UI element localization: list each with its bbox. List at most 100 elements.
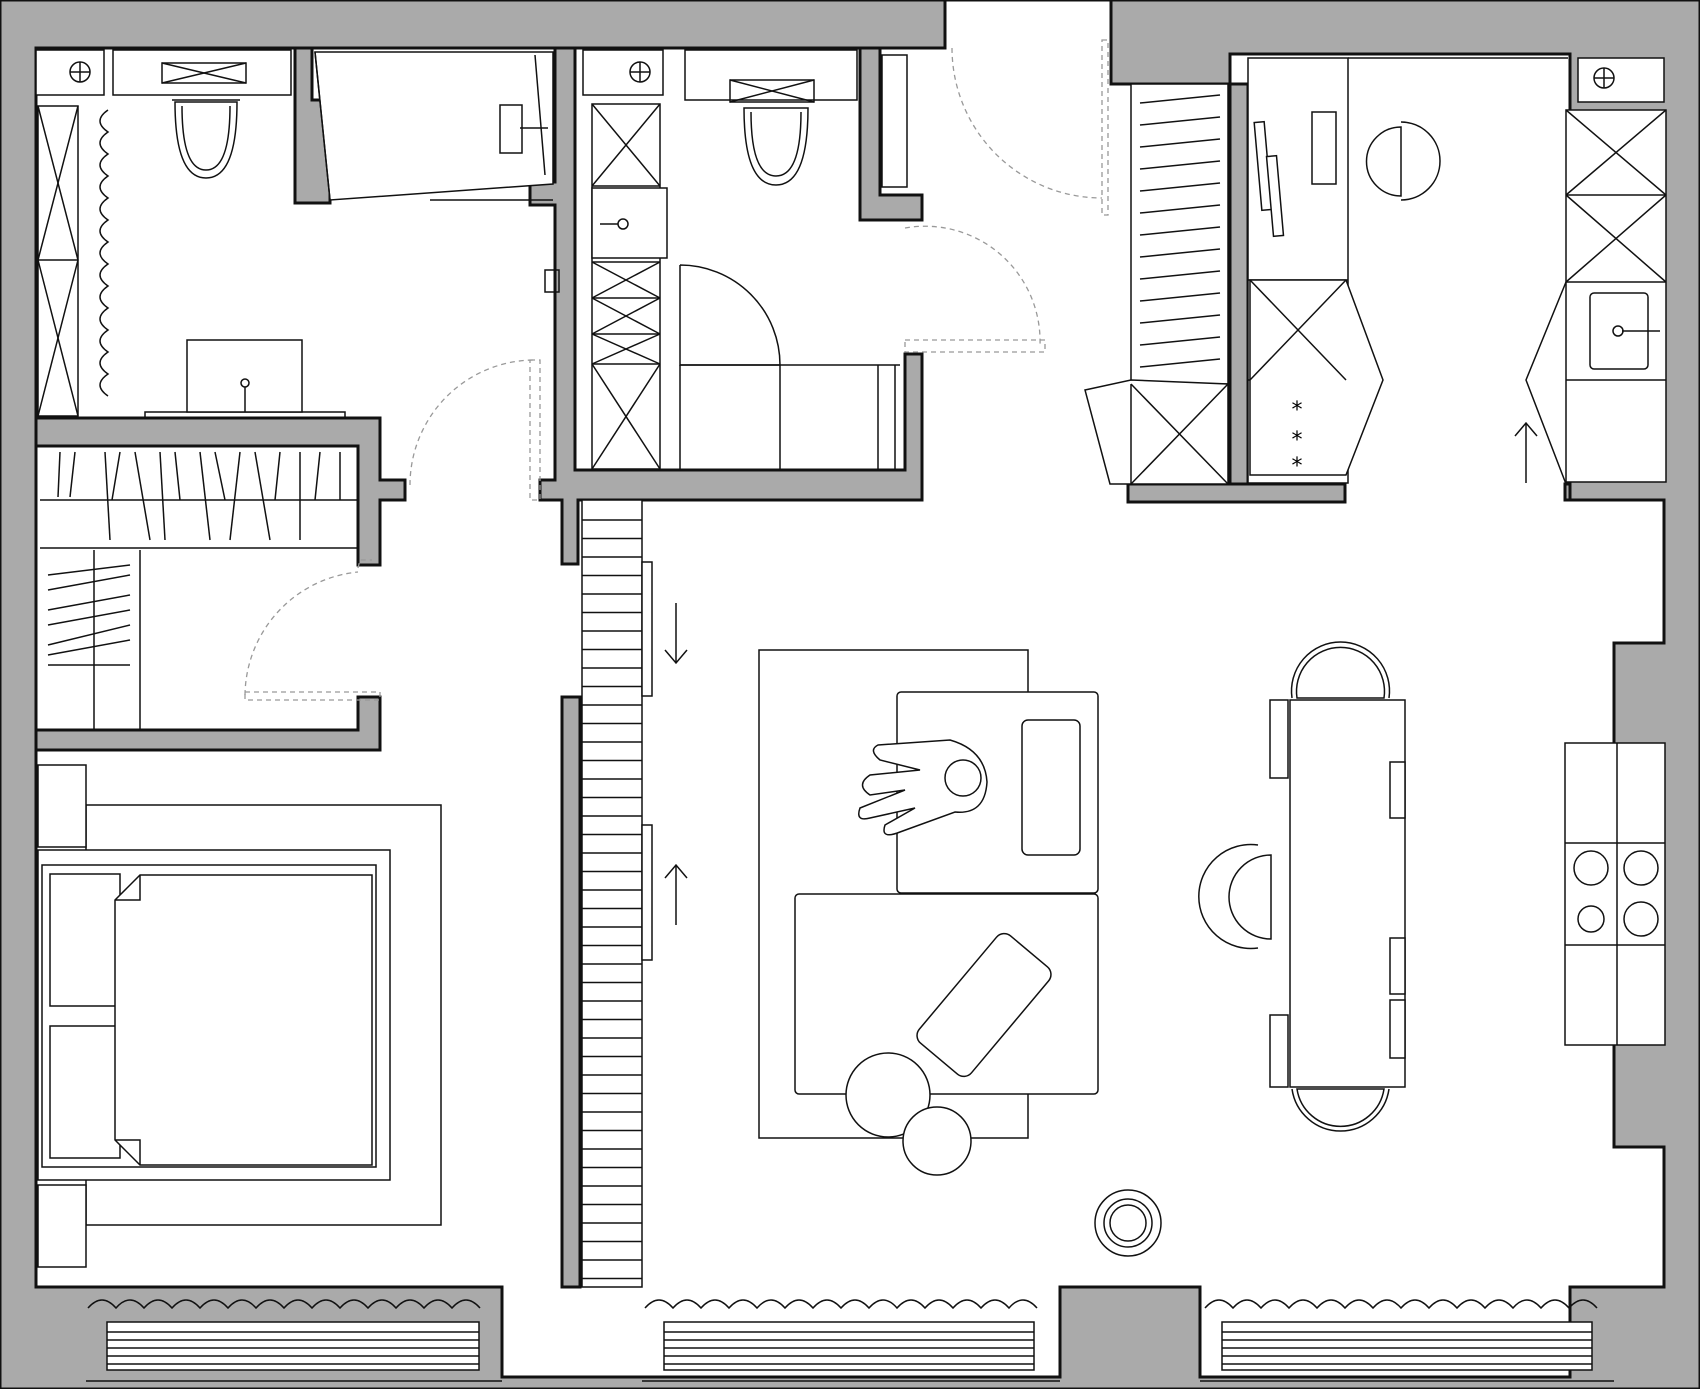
hangers-side — [47, 564, 131, 666]
cabinet-x — [1565, 109, 1667, 196]
hanger — [1139, 226, 1221, 236]
coffee-table-large — [845, 1052, 931, 1138]
cabinet-x — [591, 363, 661, 470]
dining-chair — [1296, 1088, 1385, 1128]
arrow-up-kitchen — [1514, 421, 1538, 483]
person-head — [944, 759, 982, 797]
hanger — [1139, 94, 1221, 104]
sofa-cushion — [1021, 719, 1081, 856]
hall-wardrobe-shelf — [1084, 379, 1229, 485]
shower-glass — [534, 54, 546, 176]
hanger — [1139, 292, 1221, 302]
cistern-2 — [684, 49, 858, 101]
central-wall — [528, 46, 924, 566]
hangers-top — [57, 451, 341, 541]
tall-cabinet — [1249, 279, 1384, 476]
hanger — [1139, 358, 1221, 368]
arrow-up — [664, 863, 688, 925]
burner — [1577, 905, 1605, 933]
entrance-closet — [881, 54, 908, 188]
chair-back — [1389, 999, 1406, 1059]
door-leaf-entrance — [1101, 39, 1109, 216]
curtain-kitchen — [1204, 1299, 1598, 1310]
cooktop-counter — [1564, 742, 1666, 1046]
hanger — [1139, 116, 1221, 126]
hanger — [1139, 336, 1221, 346]
kitchen-item — [1265, 154, 1285, 238]
sofa-pillow — [916, 932, 1052, 1078]
radiator-living — [663, 1321, 1035, 1371]
duct-box-2 — [582, 49, 664, 96]
bath2-east-wall — [858, 46, 924, 222]
hall-wardrobe-hangers — [1139, 94, 1221, 368]
door-swing-bath1 — [409, 359, 536, 486]
curtain-living — [644, 1299, 1038, 1310]
kitchen-partition-wall — [1228, 82, 1250, 486]
living-room — [581, 499, 1162, 1288]
svg-text:*: * — [1292, 428, 1303, 453]
sink-2 — [591, 187, 668, 259]
kitchen-bar-stool — [1365, 126, 1402, 197]
shower-curtain — [99, 109, 110, 397]
nightstand-bottom — [37, 1184, 87, 1268]
radiator-bedroom — [106, 1321, 480, 1371]
shelving-unit — [37, 105, 79, 417]
shelf-x — [37, 105, 79, 261]
duvet-fold — [115, 1139, 141, 1165]
dining-table — [1289, 699, 1406, 1088]
wardrobe — [40, 359, 541, 730]
coffee-table-small — [902, 1106, 972, 1176]
shelf-x — [37, 259, 79, 417]
hanger — [1139, 160, 1221, 170]
door-swing-bath2 — [904, 225, 1041, 346]
svg-text:*: * — [1292, 398, 1303, 423]
sofa-main — [794, 893, 1099, 1095]
towel-hook — [544, 269, 560, 293]
shelf-x — [1130, 383, 1229, 485]
hanger — [1139, 314, 1221, 324]
sliding-door-bottom — [641, 824, 653, 961]
radiator-kitchen — [1221, 1321, 1593, 1371]
counter-bevel — [1525, 281, 1567, 485]
bedroom-divider-wall — [560, 695, 582, 1289]
hanger — [1139, 248, 1221, 258]
hanger — [1139, 270, 1221, 280]
shower-niche — [499, 104, 523, 154]
door-swing-bath2 — [679, 264, 781, 366]
chair-back — [1269, 699, 1289, 779]
cabinet-x — [1565, 194, 1667, 283]
cooktop-burners: * * * — [1292, 398, 1303, 479]
toilet-seat — [181, 105, 231, 171]
windows — [86, 1299, 1614, 1382]
duvet-fold — [115, 875, 141, 901]
duct-box-3 — [1577, 57, 1665, 103]
dining-chair — [1228, 854, 1272, 940]
kitchen: * * * — [1198, 57, 1667, 1132]
cabinet-x — [591, 333, 661, 365]
bedroom — [37, 764, 442, 1268]
bathroom-2 — [582, 49, 900, 470]
duvet — [114, 874, 373, 1166]
hanger — [1139, 204, 1221, 214]
burner — [1623, 901, 1659, 937]
toilet-seat — [750, 111, 802, 177]
duct-box — [35, 49, 105, 96]
kitchen-east-block — [1563, 482, 1572, 502]
arrow-down — [664, 603, 688, 665]
chair-back — [1389, 937, 1406, 995]
nightstand-top — [37, 764, 87, 848]
chair-back — [1389, 761, 1406, 819]
bed-mattress — [41, 864, 377, 1168]
bathroom-1 — [35, 49, 560, 419]
cistern-panel — [729, 79, 815, 103]
curtain-bedroom — [87, 1299, 481, 1310]
hanger — [1139, 182, 1221, 192]
cistern-x — [161, 62, 247, 84]
door-swing-entrance — [951, 47, 1103, 199]
chair-arm — [1291, 1088, 1390, 1132]
burner — [1623, 850, 1659, 886]
radiator-fins — [107, 1331, 1592, 1365]
